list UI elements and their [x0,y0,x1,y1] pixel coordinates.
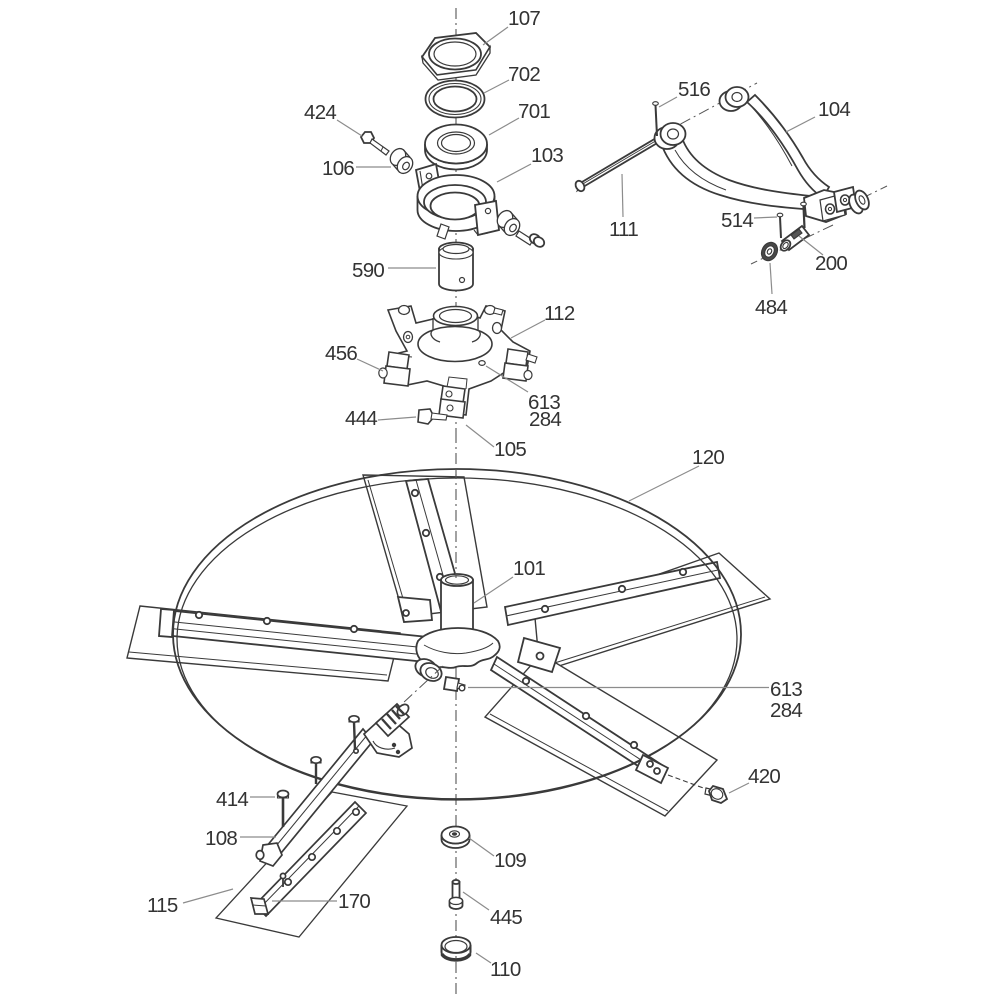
svg-text:284: 284 [529,408,561,431]
svg-text:103: 103 [531,144,563,167]
svg-text:424: 424 [304,101,336,124]
svg-text:590: 590 [352,259,384,282]
svg-text:613: 613 [528,391,560,414]
svg-text:702: 702 [508,63,540,86]
svg-text:514: 514 [721,209,753,232]
svg-text:456: 456 [325,342,357,365]
svg-text:111: 111 [609,218,638,241]
svg-text:112: 112 [544,302,575,325]
svg-text:108: 108 [205,827,237,850]
svg-text:115: 115 [147,894,178,917]
svg-text:613: 613 [770,678,802,701]
svg-text:107: 107 [508,7,540,30]
svg-text:200: 200 [815,252,847,275]
svg-text:484: 484 [755,296,787,319]
svg-text:444: 444 [345,407,377,430]
svg-text:104: 104 [818,98,850,121]
svg-text:106: 106 [322,157,354,180]
svg-text:516: 516 [678,78,710,101]
svg-text:284: 284 [770,699,802,722]
svg-text:170: 170 [338,890,370,913]
svg-text:110: 110 [490,958,521,981]
svg-text:101: 101 [513,557,545,580]
svg-text:701: 701 [518,100,550,123]
svg-text:120: 120 [692,446,724,469]
svg-text:109: 109 [494,849,526,872]
svg-text:105: 105 [494,438,526,461]
svg-text:420: 420 [748,765,780,788]
svg-text:414: 414 [216,788,248,811]
svg-text:445: 445 [490,906,522,929]
